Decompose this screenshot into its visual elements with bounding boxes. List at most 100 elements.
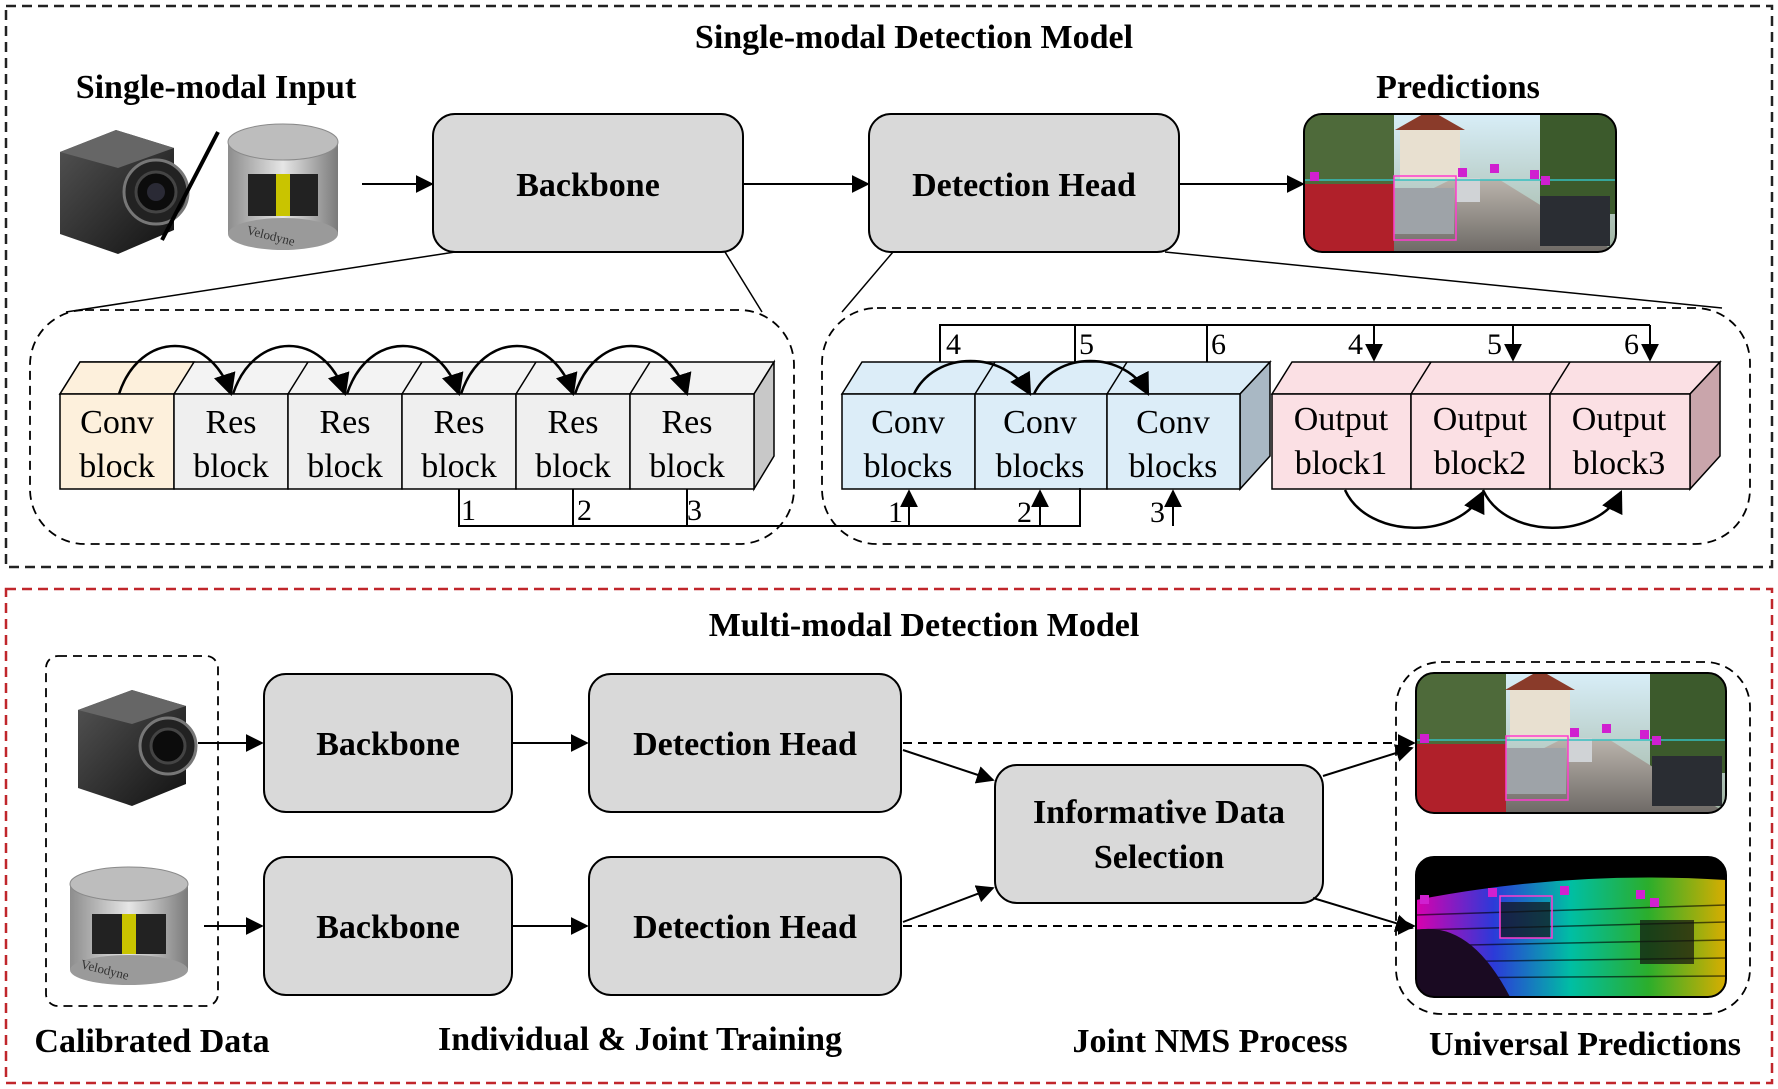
block-text: Conv	[80, 404, 154, 441]
block-text: block	[79, 448, 155, 485]
connector-number: 4	[946, 328, 961, 361]
skip-arc	[1343, 489, 1485, 529]
zoom-line	[65, 251, 456, 313]
slash-divider	[160, 131, 220, 241]
connector-number: 5	[1487, 328, 1502, 361]
connector-number: 4	[1348, 328, 1363, 361]
lidar-icon: Velodyne	[69, 866, 189, 985]
arrow-head-to-selection	[902, 749, 995, 784]
detection-head-box-camera	[588, 673, 902, 813]
multi-modal-panel	[4, 587, 1774, 1085]
detection-head-label: Detection Head	[912, 167, 1136, 204]
caption-individual-joint-training: Individual & Joint Training	[438, 1021, 842, 1058]
block-text: block	[307, 448, 383, 485]
arrow-selection-to-prediction	[1312, 897, 1414, 932]
detection-head-label: Detection Head	[633, 726, 857, 763]
conv-blocks	[974, 393, 1108, 490]
camera-icon	[78, 690, 198, 806]
output-block-strip	[1270, 360, 1722, 491]
single-modal-input-label: Single-modal Input	[76, 69, 357, 106]
block-text: block	[193, 448, 269, 485]
connector-number: 2	[1017, 496, 1032, 529]
backbone-label: Backbone	[516, 167, 660, 204]
block-text: Conv	[871, 404, 945, 441]
detection-head-box-lidar	[588, 856, 902, 996]
block-text: Conv	[1003, 404, 1077, 441]
feature-connectors-bottom	[458, 488, 1182, 527]
block-text: Res	[206, 404, 257, 441]
street-image	[1303, 113, 1617, 253]
camera-icon	[60, 130, 190, 254]
head-detail-container	[821, 307, 1751, 545]
block-text: block	[649, 448, 725, 485]
connector-number: 2	[577, 494, 592, 527]
connector-number: 1	[461, 494, 476, 527]
conv-block	[59, 393, 175, 490]
pointcloud-image	[1415, 856, 1727, 998]
backbone-label: Backbone	[316, 726, 460, 763]
block-text: Output	[1572, 401, 1667, 438]
connector-number: 6	[1211, 328, 1226, 361]
block-text: blocks	[996, 448, 1085, 485]
res-block	[173, 393, 289, 490]
block-text: block	[535, 448, 611, 485]
connector-number: 5	[1079, 328, 1094, 361]
block-text: block1	[1295, 445, 1388, 482]
block-text: Res	[434, 404, 485, 441]
single-modal-title: Single-modal Detection Model	[695, 19, 1133, 56]
block-text: Output	[1433, 401, 1528, 438]
res-block	[629, 393, 755, 490]
block-text: block	[421, 448, 497, 485]
output-block	[1410, 393, 1551, 490]
selection-label-line2: Selection	[1094, 839, 1224, 876]
informative-data-selection-box	[994, 764, 1324, 904]
head-block-strip	[840, 360, 1272, 491]
street-image	[1415, 672, 1727, 814]
block-text: Conv	[1136, 404, 1210, 441]
caption-calibrated-data: Calibrated Data	[34, 1023, 269, 1060]
skip-arc	[1481, 489, 1623, 529]
detection-head-label: Detection Head	[633, 909, 857, 946]
block-text: block3	[1573, 445, 1666, 482]
multi-modal-title: Multi-modal Detection Model	[709, 607, 1140, 644]
block-text: Res	[320, 404, 371, 441]
skip-arc	[459, 344, 578, 397]
connector-number: 6	[1624, 328, 1639, 361]
caption-joint-nms-process: Joint NMS Process	[1072, 1023, 1347, 1060]
backbone-label: Backbone	[316, 909, 460, 946]
block-text: Res	[662, 404, 713, 441]
lidar-icon: Velodyne	[227, 123, 339, 250]
calibrated-data-container	[45, 655, 219, 1007]
arrow-selection-to-prediction	[1322, 744, 1414, 777]
arrow-head-to-selection	[902, 885, 995, 923]
skip-arc	[573, 344, 692, 397]
conv-blocks	[841, 393, 976, 490]
output-block	[1271, 393, 1412, 490]
block-text: Output	[1294, 401, 1389, 438]
backbone-block-strip	[58, 359, 776, 492]
feature-connectors-top	[939, 324, 1659, 362]
skip-arc	[345, 344, 464, 397]
block-text: blocks	[864, 448, 953, 485]
connector-number: 3	[687, 494, 702, 527]
block-text: blocks	[1129, 448, 1218, 485]
universal-predictions-container	[1395, 661, 1751, 1015]
output-block	[1549, 393, 1691, 490]
zoom-line	[841, 251, 894, 313]
skip-arc	[912, 359, 1032, 396]
block-text: Res	[548, 404, 599, 441]
skip-arc	[231, 344, 350, 397]
selection-label-line1: Informative Data	[1033, 794, 1285, 831]
backbone-detail-container	[29, 309, 795, 545]
zoom-line	[724, 251, 763, 313]
caption-universal-predictions: Universal Predictions	[1429, 1026, 1741, 1063]
block-text: block2	[1434, 445, 1527, 482]
skip-arc	[1032, 359, 1150, 396]
single-modal-panel	[4, 4, 1774, 569]
connector-number: 1	[888, 496, 903, 529]
conv-blocks	[1106, 393, 1241, 490]
zoom-line	[1164, 251, 1723, 309]
connector-number: 3	[1150, 496, 1165, 529]
predictions-label: Predictions	[1376, 69, 1540, 106]
